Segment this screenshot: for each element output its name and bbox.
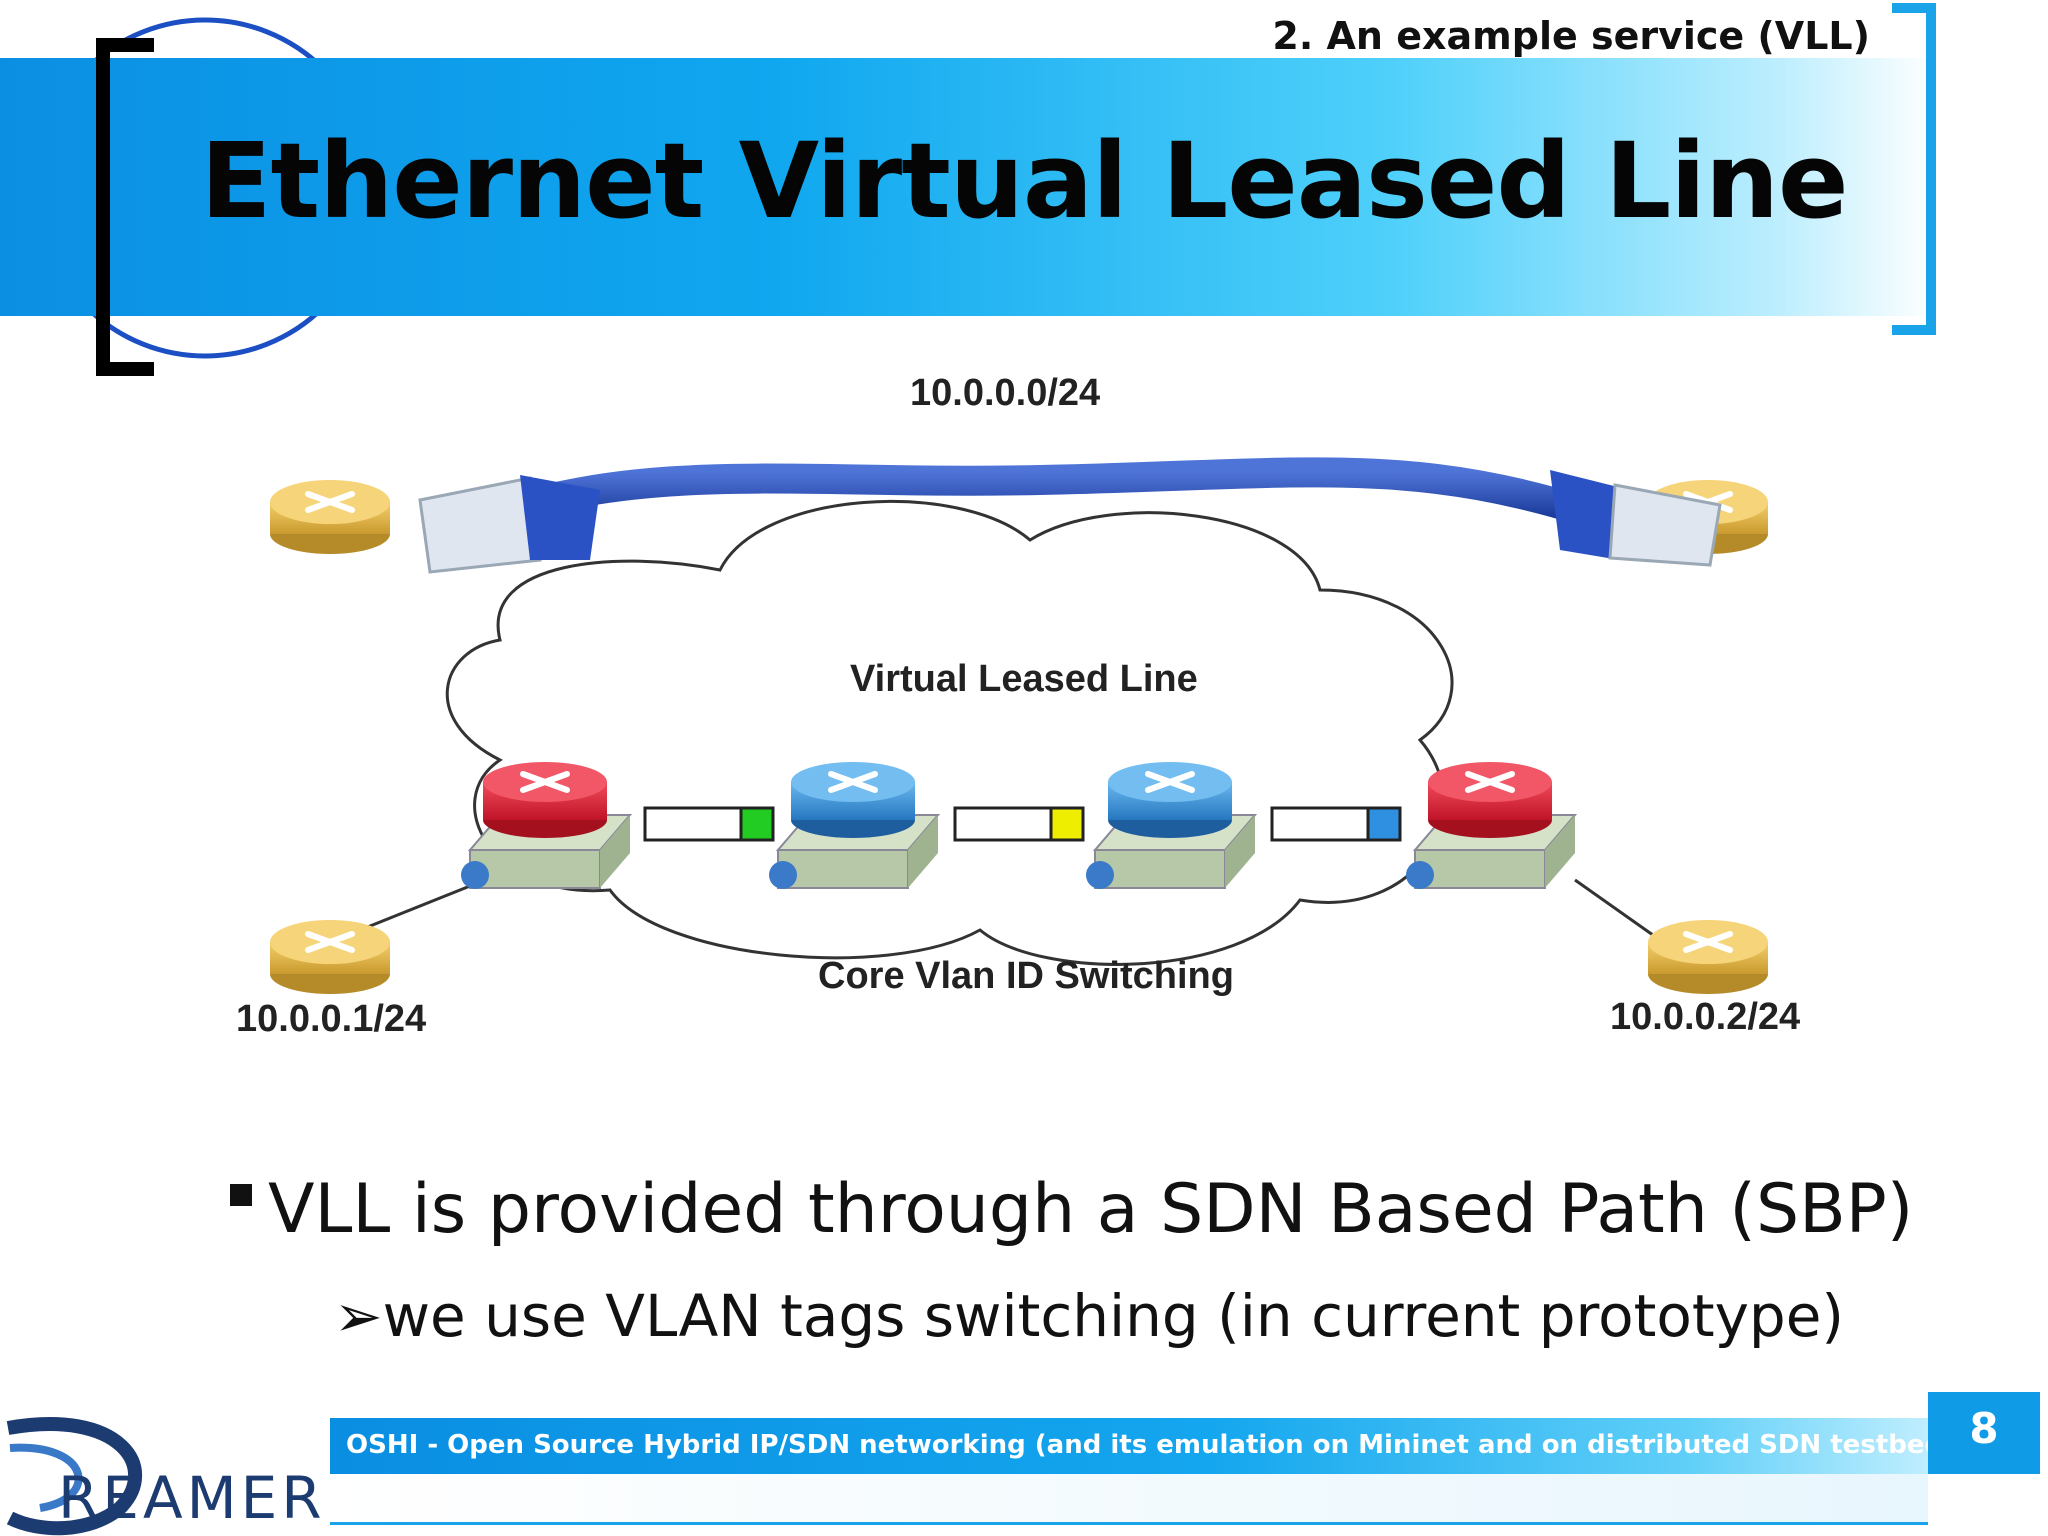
bullet-main: VLL is provided through a SDN Based Path…: [230, 1170, 1913, 1249]
left-bracket-decoration: [96, 38, 154, 376]
router-top-left-icon: [270, 480, 390, 554]
footer-bar: [330, 1418, 1928, 1474]
left-host-label: 10.0.0.1/24: [236, 998, 427, 1040]
section-label: 2. An example service (VLL): [1272, 14, 1870, 58]
vlan-tag-packet-3: [1270, 806, 1402, 842]
vlan-tag-packet-2: [953, 806, 1085, 842]
square-bullet-icon: [230, 1184, 252, 1207]
router-bottom-left-icon: [270, 920, 390, 994]
bullet-sub-text: we use VLAN tags switching (in current p…: [382, 1282, 1845, 1350]
right-bracket-decoration: [1892, 3, 1936, 335]
title-band: [0, 58, 1936, 316]
footer-text: OSHI - Open Source Hybrid IP/SDN network…: [346, 1430, 1971, 1460]
footer-stripe: [330, 1474, 1928, 1525]
cloud-bottom-label: Core Vlan ID Switching: [818, 955, 1234, 997]
cloud-shape: [445, 500, 1454, 966]
dreamer-logo-icon: [6, 1417, 143, 1536]
right-host-label: 10.0.0.2/24: [1610, 996, 1801, 1038]
page-number: 8: [1969, 1404, 1999, 1453]
slide-title: Ethernet Virtual Leased Line: [200, 120, 1848, 242]
bullet-sub: ➢we use VLAN tags switching (in current …: [334, 1282, 1844, 1350]
edge-switch-left-icon: [461, 762, 633, 889]
bullet-main-text: VLL is provided through a SDN Based Path…: [268, 1170, 1914, 1249]
vll-diagram: [270, 457, 1768, 994]
subnet-label: 10.0.0.0/24: [910, 372, 1101, 414]
router-bottom-right-icon: [1648, 920, 1768, 994]
vlan-tag-packet-1: [643, 806, 775, 842]
logo-text: REAMER: [58, 1464, 326, 1532]
core-switch-1-icon: [769, 762, 941, 889]
page-number-box: [1928, 1392, 2040, 1474]
arrow-bullet-icon: ➢: [334, 1282, 383, 1350]
ethernet-cable-icon: [418, 457, 1722, 574]
cloud-top-label: Virtual Leased Line: [850, 658, 1198, 700]
core-switch-2-icon: [1086, 762, 1258, 889]
edge-switch-right-icon: [1406, 762, 1578, 889]
